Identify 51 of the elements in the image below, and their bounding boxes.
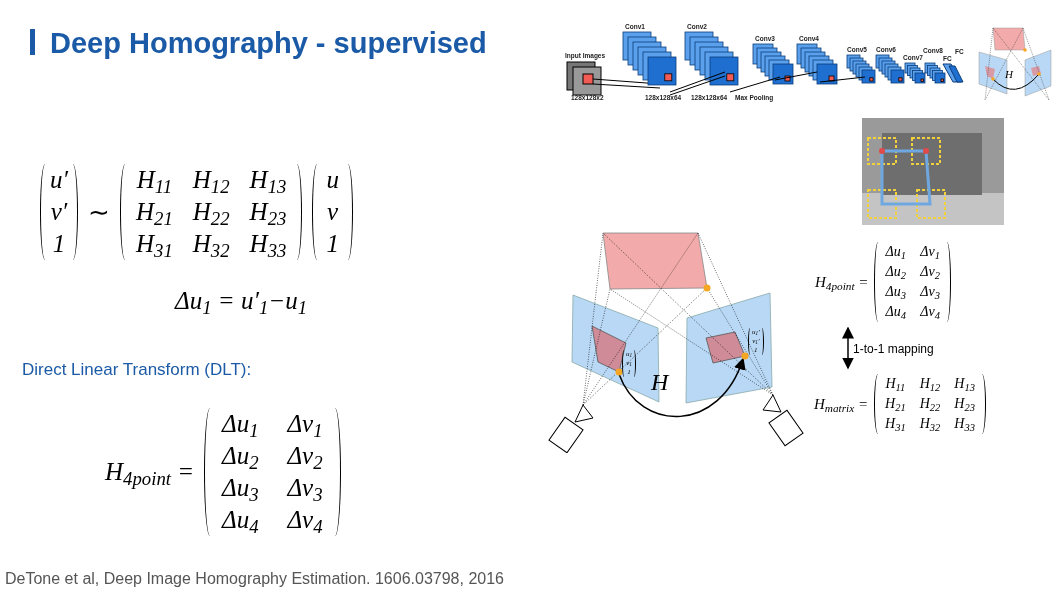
matrix-entry: H$_{33}$ — [248, 229, 288, 260]
matrix-entry: H$_{22}$ — [918, 395, 942, 414]
matrix-entry: H$_{23}$ — [248, 197, 288, 228]
matrix-entry: H$_{21}$ — [134, 197, 174, 228]
matrix-entry: H$_{22}$ — [191, 197, 231, 228]
section-heading: Direct Linear Transform (DLT): — [22, 359, 252, 381]
matrix-entry: v′ — [50, 197, 68, 227]
matrix-entry: Δv$_{4}$ — [285, 505, 324, 536]
matrix-entry: H$_{32}$ — [191, 229, 231, 260]
matrix-entry: H$_{12}$ — [191, 165, 231, 196]
matrix-entry: Δv$_{2}$ — [919, 263, 942, 282]
matrix-entry: Δu$_{3}$ — [884, 283, 907, 302]
matrix-entry: 1 — [51, 229, 67, 259]
matrix-entry: H$_{31}$ — [884, 415, 907, 434]
matrix-entry: Δv$_{4}$ — [919, 303, 942, 322]
citation: DeTone et al, Deep Image Homography Estimation. 1606.03798, 2016 — [5, 569, 504, 589]
equation-label: H$_{4point}$ = — [815, 272, 869, 294]
math-symbol: H — [1005, 67, 1013, 82]
matrix-entry: H$_{11}$ — [884, 375, 907, 394]
matrix-entry: Δu$_{1}$ — [884, 243, 907, 262]
matrix-entry: Δu$_{2}$ — [220, 441, 260, 472]
matrix-entry: v — [326, 197, 340, 227]
matrix-entry: H$_{12}$ — [918, 375, 942, 394]
math-symbol: H — [651, 368, 669, 397]
matrix-entry: H$_{21}$ — [884, 395, 907, 414]
matrix-entry: Δu$_{2}$ — [884, 263, 907, 282]
matrix-entry: Δv$_{1}$ — [919, 243, 942, 262]
matrix-entry: H$_{11}$ — [135, 165, 174, 196]
matrix-entry: H$_{23}$ — [953, 395, 976, 414]
matrix-entry: u — [325, 165, 340, 195]
matrix-entry: H$_{31}$ — [134, 229, 174, 260]
matrix-entry: Δv$_{1}$ — [285, 409, 324, 440]
matrix-entry: Δv$_{3}$ — [919, 283, 942, 302]
double-arrow — [842, 326, 854, 370]
matrix-entry: Δv$_{2}$ — [285, 441, 324, 472]
slide-title: Deep Homography - supervised — [50, 26, 487, 61]
matrix-entry: Δu$_{4}$ — [220, 505, 260, 536]
matrix-entry: 1 — [325, 229, 340, 259]
equation-label: H$_{4point}$ = — [105, 457, 195, 491]
matrix-entry: Δv$_{3}$ — [285, 473, 324, 504]
equation-label: H$_{matrix}$ = — [814, 394, 869, 416]
matrix-entry: H$_{32}$ — [918, 415, 942, 434]
equation: Δu$_{1}$ = u′$_{1}$−u$_{1}$ — [175, 286, 308, 320]
matrix-entry: Δu$_{1}$ — [220, 409, 260, 440]
matrix-entry: H$_{13}$ — [953, 375, 976, 394]
matrix-entry: Δu$_{4}$ — [884, 303, 907, 322]
matrix-entry: H$_{13}$ — [248, 165, 288, 196]
matrix-entry: Δu$_{3}$ — [220, 473, 260, 504]
matrix-entry: u′ — [50, 165, 68, 195]
equation-symbol: ∼ — [87, 196, 110, 229]
matrix-entry: H$_{33}$ — [953, 415, 976, 434]
